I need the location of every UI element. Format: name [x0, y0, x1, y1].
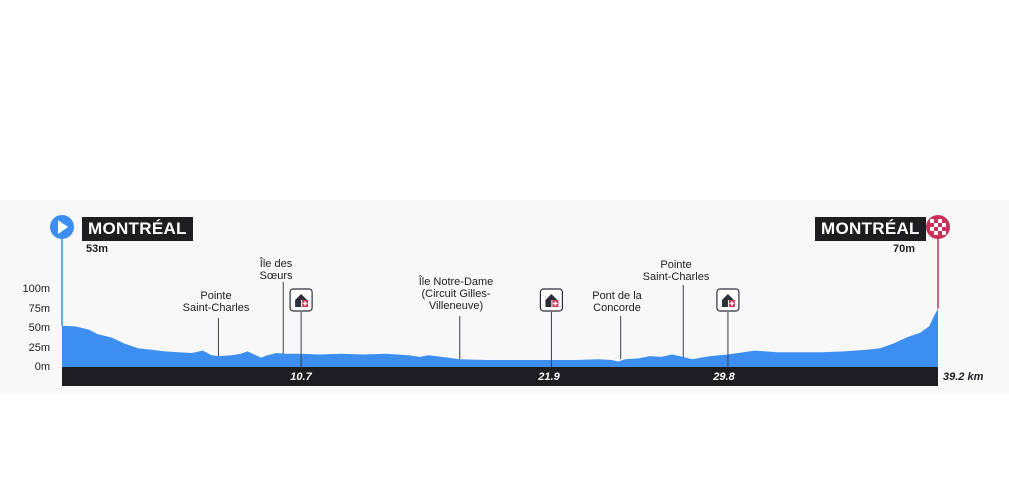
poi-line: Concorde [593, 302, 641, 314]
timing-roof-icon [545, 294, 558, 300]
poi-line: Sœurs [259, 270, 293, 282]
poi-line: Saint-Charles [642, 271, 710, 283]
finish-city-label: MONTRÉAL [815, 217, 926, 241]
timing-cross-h [553, 302, 558, 305]
poi-line: Île Notre-Dame [418, 276, 494, 288]
timing-roof-icon [295, 294, 308, 300]
poi-line: Île des [259, 258, 293, 270]
poi-ile-des-soeurs: Île des Sœurs [260, 258, 293, 282]
timing-cross-h [729, 302, 735, 305]
total-distance-label: 39.2 km [943, 371, 984, 383]
poi-pont-de-la-concorde: Pont de la Concorde [592, 290, 642, 314]
poi-line: Pointe [660, 259, 692, 271]
start-altitude-label: 53m [86, 243, 109, 255]
timing-cross-h [302, 302, 308, 305]
play-icon [58, 220, 68, 234]
checkered-flag-icon [930, 219, 934, 223]
timing-t-icon [545, 300, 552, 307]
poi-line: (Circuit Gilles- [421, 288, 491, 300]
km-marker-label: 10.7 [290, 371, 312, 383]
y-tick-label: 50m [28, 322, 50, 334]
poi-line: Saint-Charles [182, 302, 250, 314]
checkered-flag-icon [934, 223, 938, 227]
y-tick-label: 75m [28, 303, 50, 315]
y-tick-label: 25m [28, 342, 50, 354]
y-tick-label: 100m [22, 283, 50, 295]
checkered-flag-icon [942, 223, 946, 227]
poi-pointe-saint-charles-2: Pointe Saint-Charles [643, 259, 710, 283]
poi-line: Villeneuve) [428, 300, 484, 312]
poi-ile-notre-dame: Île Notre-Dame (Circuit Gilles- Villeneu… [419, 276, 494, 312]
start-city-label: MONTRÉAL [82, 217, 193, 241]
y-tick-label: 0m [34, 361, 50, 373]
poi-line: Pointe [200, 290, 232, 302]
timing-t-icon [721, 300, 728, 307]
timing-roof-icon [721, 294, 734, 300]
km-marker-label: 29.8 [713, 371, 735, 383]
distance-bar [62, 367, 938, 386]
poi-pointe-saint-charles-1: Pointe Saint-Charles [183, 290, 250, 314]
timing-t-icon [295, 300, 302, 307]
checkered-flag-icon [930, 227, 934, 231]
checkered-flag-icon [934, 231, 938, 235]
poi-line: Pont de la [592, 290, 642, 302]
checkered-flag-icon [938, 227, 942, 231]
finish-altitude-label: 70m [893, 243, 916, 255]
checkered-flag-icon [938, 219, 942, 223]
km-marker-label: 21.9 [538, 371, 560, 383]
checkered-flag-icon [942, 231, 946, 235]
elevation-area [62, 308, 938, 367]
